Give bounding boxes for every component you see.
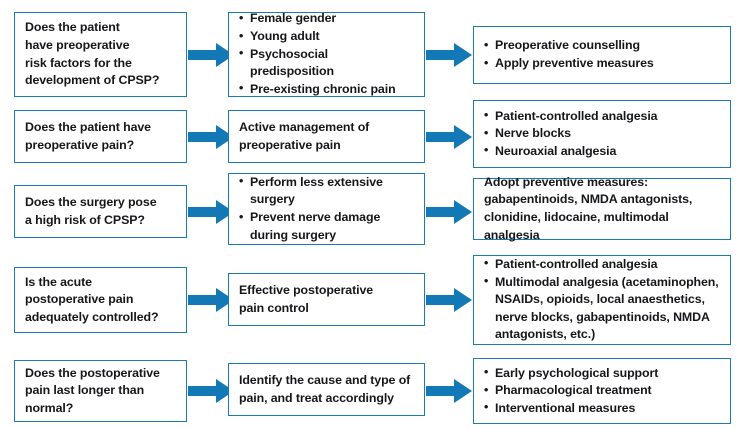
outcome-list-1: Preoperative counselling Apply preventiv… [484, 37, 720, 72]
question-text-3: Does the surgery pose a high risk of CPS… [25, 194, 157, 227]
outcome-text-3: Adopt preventive measures: gabapentinoid… [484, 174, 693, 242]
action-box-2: Active management of preoperative pain [228, 110, 425, 163]
action-text-4: Effective postoperative pain control [239, 282, 374, 315]
question-box-1: Does the patient have preoperative risk … [14, 12, 187, 97]
list-item: Early psychological support [484, 364, 720, 383]
action-list-1: Female gender Young adult Psychosocial p… [239, 10, 414, 98]
action-text-5: Identify the cause and type of pain, and… [239, 372, 411, 405]
question-box-2: Does the patient have preoperative pain? [14, 110, 187, 163]
list-item: Neuroaxial analgesia [484, 142, 720, 161]
list-item: Pharmacological treatment [484, 382, 720, 400]
list-item: Preoperative counselling [484, 37, 720, 55]
flow-arrow-5b [426, 379, 472, 403]
outcome-box-1: Preoperative counselling Apply preventiv… [473, 26, 731, 84]
action-box-4: Effective postoperative pain control [228, 273, 425, 326]
flow-arrow-5a [188, 379, 234, 403]
flow-arrow-2b [426, 125, 472, 149]
outcome-box-3: Adopt preventive measures: gabapentinoid… [473, 175, 731, 242]
question-box-5: Does the postoperative pain last longer … [14, 360, 187, 422]
list-item: Young adult [239, 28, 414, 46]
action-list-3: Perform less extensive surgery Prevent n… [239, 173, 414, 244]
flow-arrow-2a [188, 125, 234, 149]
question-text-2: Does the patient have preoperative pain? [25, 119, 151, 152]
outcome-box-2: Patient-controlled analgesia Nerve block… [473, 100, 731, 168]
outcome-list-5: Early psychological support Pharmacologi… [484, 364, 720, 418]
flow-arrow-4b [426, 288, 472, 312]
list-item: Apply preventive measures [484, 55, 720, 73]
action-box-5: Identify the cause and type of pain, and… [228, 363, 425, 416]
list-item: Multimodal analgesia (acetaminophen, NSA… [484, 273, 720, 344]
flow-arrow-4a [188, 288, 234, 312]
question-box-4: Is the acute postoperative pain adequate… [14, 267, 187, 333]
flow-arrow-3a [188, 200, 234, 224]
flow-arrow-3b [426, 200, 472, 224]
list-item: Nerve blocks [484, 125, 720, 143]
list-item: Patient-controlled analgesia [484, 255, 720, 274]
list-item: Prevent nerve damage during surgery [239, 208, 414, 244]
outcome-list-2: Patient-controlled analgesia Nerve block… [484, 107, 720, 161]
flow-arrow-1a [188, 43, 234, 67]
list-item: Interventional measures [484, 399, 720, 418]
outcome-list-4: Patient-controlled analgesia Multimodal … [484, 255, 720, 344]
list-item: Perform less extensive surgery [239, 173, 414, 209]
list-item: Female gender [239, 10, 414, 28]
action-box-3: Perform less extensive surgery Prevent n… [228, 173, 425, 245]
question-box-3: Does the surgery pose a high risk of CPS… [14, 185, 187, 238]
list-item: Psychosocial predisposition [239, 45, 414, 81]
question-text-5: Does the postoperative pain last longer … [25, 365, 160, 415]
list-item: Pre-existing chronic pain [239, 80, 414, 99]
action-box-1: Female gender Young adult Psychosocial p… [228, 10, 425, 98]
list-item: Patient-controlled analgesia [484, 107, 720, 126]
outcome-box-4: Patient-controlled analgesia Multimodal … [473, 255, 731, 345]
question-text-4: Is the acute postoperative pain adequate… [25, 274, 159, 324]
outcome-box-5: Early psychological support Pharmacologi… [473, 358, 731, 424]
flow-arrow-1b [426, 43, 472, 67]
question-text-1: Does the patient have preoperative risk … [25, 20, 160, 88]
action-text-2: Active management of preoperative pain [239, 119, 370, 152]
